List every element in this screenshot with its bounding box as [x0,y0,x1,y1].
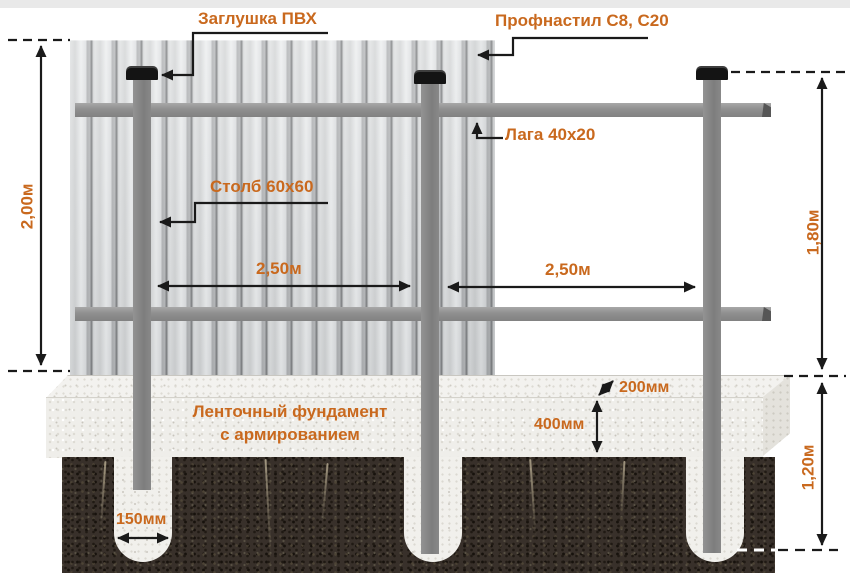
rail-end-bevel [762,103,771,117]
post-cap-1 [126,66,158,80]
dim-foundation-top-width: 200мм [619,379,670,396]
top-border-strip [0,0,850,8]
post-3 [703,78,721,553]
dim-span-1: 2,50м [256,259,302,278]
dim-foundation-height: 400мм [534,416,585,433]
root-streak [529,459,537,539]
post-2 [421,82,439,554]
rail-end-bevel [762,307,771,321]
post-cap-3 [696,66,728,80]
foundation-front-face [46,397,763,458]
label-foundation-line2: с армированием [220,424,360,444]
dim-sheet-height: 2,00м [17,183,37,230]
root-streak [620,460,626,517]
foundation-top-face [46,375,790,398]
label-foundation: Ленточный фундамент с армированием [160,401,420,447]
root-streak [321,463,329,523]
dim-pile-diameter: 150мм [116,511,167,528]
concrete-pile-1 [114,457,172,562]
label-post: Столб 60x60 [210,177,314,196]
post-1 [133,78,151,490]
label-foundation-line1: Ленточный фундамент [192,402,388,421]
label-profiled-sheet: Профнастил С8, С20 [495,11,669,30]
root-streak [264,459,272,554]
dim-post-height: 1,80м [803,209,823,256]
dim-span-2: 2,50м [545,260,591,279]
root-streak [99,461,107,531]
label-rail: Лага 40x20 [505,125,596,144]
dim-pile-depth: 1,20м [798,444,818,491]
post-cap-2 [414,70,446,84]
label-post-cap: Заглушка ПВХ [198,9,317,28]
